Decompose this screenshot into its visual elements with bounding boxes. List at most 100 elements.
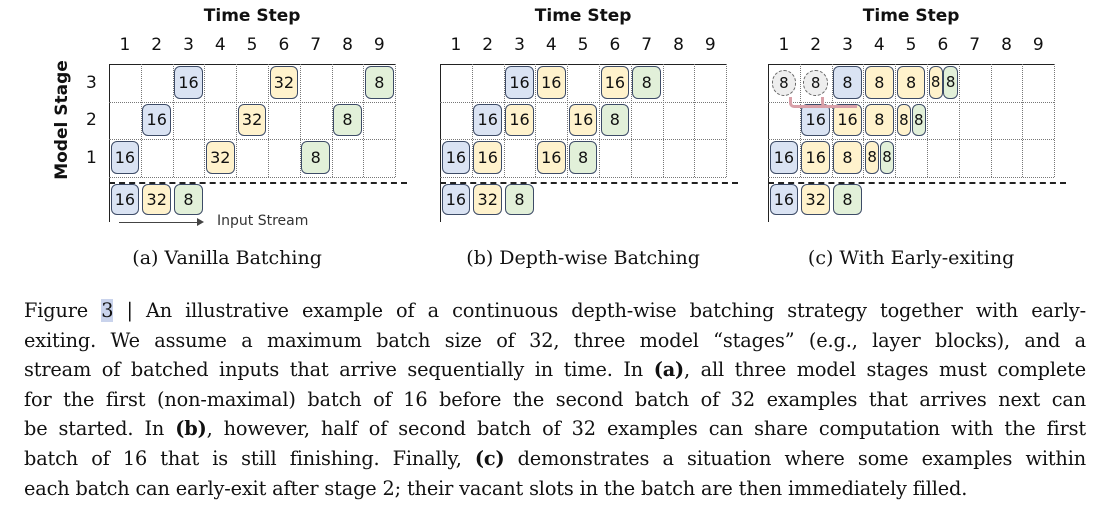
y-axis-title: Model Stage: [52, 60, 72, 181]
early-exited-slot: 8: [803, 70, 829, 96]
time-step-label: 8: [673, 35, 684, 55]
batch-block: 8: [896, 66, 926, 99]
caption-line: Figure 3 | An illustrative example of a …: [24, 296, 1086, 326]
grid-row-line: [440, 101, 727, 103]
time-step-label: 2: [482, 35, 494, 55]
time-step-label: 2: [151, 35, 163, 55]
time-step-label: 5: [246, 35, 258, 55]
batch-block: 8: [333, 103, 362, 136]
time-step-label: 7: [310, 35, 322, 55]
batch-block: 16: [536, 66, 566, 99]
batch-block: 16: [174, 66, 203, 99]
input-batch-block: 32: [473, 184, 503, 215]
batch-block: 16: [441, 141, 471, 174]
batch-block: 16: [473, 141, 503, 174]
y-axis-line: [109, 64, 110, 222]
time-step-label: 3: [183, 35, 194, 55]
batch-block: 8: [864, 141, 880, 174]
stage-label: 3: [86, 72, 97, 93]
batch-block: 8: [896, 103, 912, 136]
time-step-label: 6: [937, 35, 949, 55]
batch-block: 16: [769, 141, 799, 174]
grid-col-line: [726, 64, 728, 177]
time-step-label: 8: [342, 35, 353, 55]
input-batch-block: 32: [801, 184, 831, 215]
figure-caption: Figure 3 | An illustrative example of a …: [24, 296, 1086, 503]
x-axis-line: [440, 64, 727, 65]
panel-reference: (c): [474, 446, 505, 470]
caption-text: exiting. We assume a maximum batch size …: [24, 328, 1086, 352]
y-axis-line: [440, 64, 441, 222]
input-stream-label: Input Stream: [217, 213, 309, 229]
batch-block: 16: [505, 103, 534, 136]
time-step-label: 2: [810, 35, 822, 55]
caption-text: stream of batched inputs that arrive seq…: [24, 358, 654, 382]
batch-block: 16: [801, 103, 831, 136]
grid-col-line: [363, 64, 365, 177]
x-axis-title: Time Step: [862, 6, 960, 26]
caption-text: be started. In: [24, 417, 176, 441]
batch-block: 16: [473, 103, 503, 136]
grid-col-line: [694, 64, 696, 177]
time-step-label: 9: [373, 35, 385, 55]
grid-col-line: [895, 64, 897, 177]
early-exit-arrow: [788, 96, 825, 108]
time-step-label: 1: [778, 35, 790, 55]
caption-text: | An illustrative example of a continuou…: [113, 299, 1086, 322]
stream-divider: [768, 181, 1067, 184]
grid-row-line: [768, 101, 1055, 103]
figure-number-link[interactable]: 3: [101, 299, 114, 322]
grid-col-line: [204, 64, 206, 177]
batch-block: 8: [568, 141, 598, 174]
batch-block: 8: [864, 66, 894, 99]
grid-col-line: [799, 64, 801, 177]
grid-row-line: [440, 176, 727, 178]
input-batch-block: 16: [110, 184, 140, 215]
caption-text: for the first (non-maximal) batch of 16 …: [24, 387, 1086, 411]
caption-line: be started. In (b), however, half of sec…: [24, 414, 1086, 444]
time-step-label: 1: [119, 35, 131, 55]
grid-col-line: [567, 64, 569, 177]
caption-text: each batch can early-exit after stage 2;…: [24, 476, 968, 500]
caption-text: demonstrates a situation where some exam…: [504, 446, 1087, 470]
input-batch-block: 16: [769, 184, 799, 215]
batch-block: 16: [142, 103, 172, 136]
caption-text: batch of 16 that is still finishing. Fin…: [24, 446, 475, 470]
batch-block: 8: [911, 103, 926, 136]
stream-divider: [440, 181, 739, 184]
batch-block: 16: [110, 141, 140, 174]
grid-col-line: [268, 64, 269, 177]
caption-text: Figure: [24, 299, 102, 322]
grid-col-line: [927, 64, 928, 177]
grid-row-line: [109, 176, 396, 178]
grid-col-line: [958, 64, 960, 177]
time-step-label: 9: [704, 35, 716, 55]
stage-label: 2: [86, 110, 97, 131]
grid-col-line: [471, 64, 473, 177]
time-step-label: 6: [609, 35, 621, 55]
time-step-label: 6: [278, 35, 290, 55]
time-step-label: 3: [842, 35, 853, 55]
grid-col-line: [599, 64, 600, 177]
x-axis-title: Time Step: [203, 6, 301, 26]
panel-caption: (a) Vanilla Batching: [132, 247, 322, 269]
input-batch-block: 16: [441, 184, 471, 215]
caption-text: , all three model stages must complete: [684, 358, 1086, 382]
grid-col-line: [1054, 64, 1056, 177]
batch-block: 8: [928, 66, 943, 99]
input-batch-block: 8: [174, 184, 203, 215]
arrow-head-icon: [197, 218, 204, 226]
grid-col-line: [990, 64, 992, 177]
batch-block: 8: [833, 141, 862, 174]
grid-col-line: [863, 64, 865, 177]
batch-block: 8: [879, 141, 895, 174]
time-step-label: 5: [905, 35, 917, 55]
grid-col-line: [140, 64, 142, 177]
caption-line: each batch can early-exit after stage 2;…: [24, 474, 1086, 504]
caption-line: stream of batched inputs that arrive seq…: [24, 355, 1086, 385]
grid-row-line: [768, 139, 1055, 140]
caption-line: for the first (non-maximal) batch of 16 …: [24, 385, 1086, 415]
stream-divider: [109, 181, 408, 184]
caption-text: , however, half of second batch of 32 ex…: [206, 417, 1087, 441]
time-step-label: 4: [545, 35, 557, 55]
